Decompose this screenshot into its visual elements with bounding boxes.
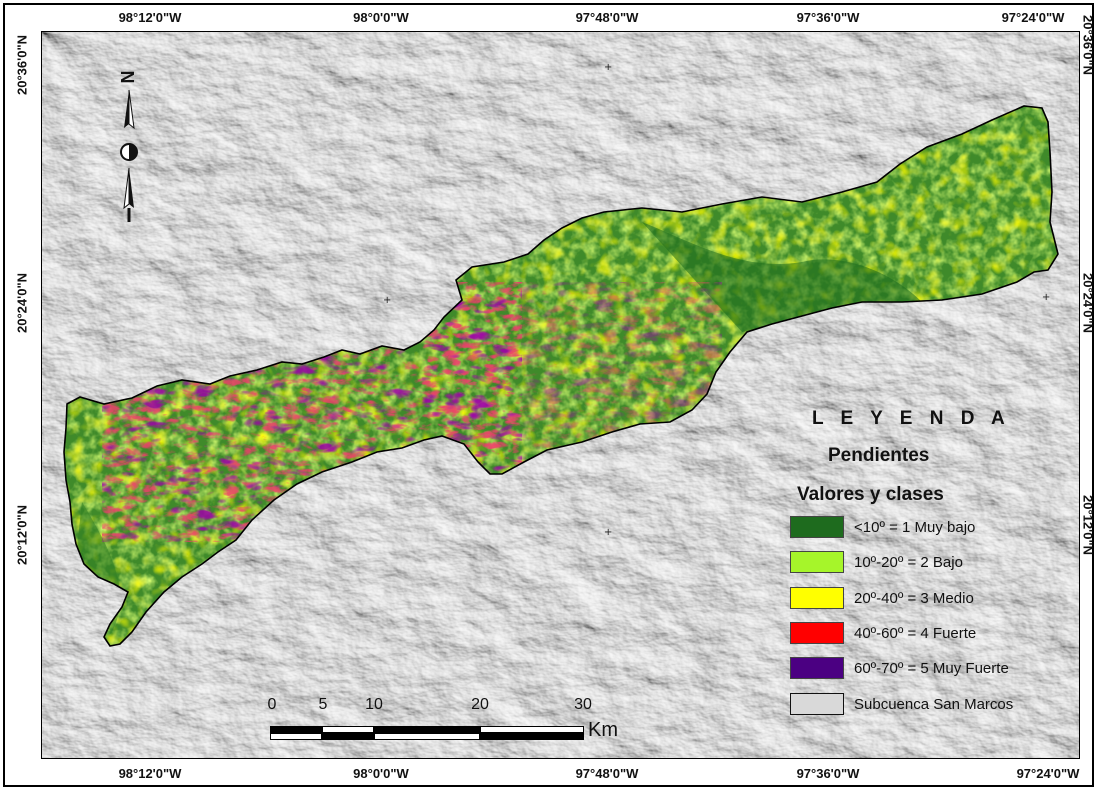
scale-bar: 0 5 10 20 30 Km <box>267 696 630 746</box>
hillshade-map: + + + + <box>42 32 1079 758</box>
coord-top-3: 97°48'0"W <box>575 10 639 25</box>
scale-tick-0: 0 <box>267 696 277 713</box>
scale-unit: Km <box>588 719 618 741</box>
coord-top-4: 97°36'0"W <box>796 10 860 25</box>
scale-tick-10: 10 <box>365 696 383 713</box>
coord-bottom-5: 97°24'0"W <box>1016 766 1080 781</box>
coord-bottom-1: 98°12'0"W <box>118 766 182 781</box>
scale-tick-20: 20 <box>471 696 489 713</box>
svg-text:+: + <box>604 527 612 538</box>
coord-top-1: 98°12'0"W <box>118 10 182 25</box>
svg-text:+: + <box>1042 292 1050 303</box>
coord-top-5: 97°24'0"W <box>1001 10 1065 25</box>
svg-text:+: + <box>604 62 612 73</box>
svg-text:+: + <box>383 295 391 306</box>
north-arrow-icon: N <box>118 71 138 222</box>
coord-bottom-2: 98°0'0"W <box>353 766 409 781</box>
coord-bottom-3: 97°48'0"W <box>575 766 639 781</box>
svg-text:N: N <box>118 71 138 84</box>
scale-tick-5: 5 <box>318 696 328 713</box>
coord-top-2: 98°0'0"W <box>353 10 409 25</box>
map-area[interactable]: + + + + <box>41 31 1080 759</box>
coord-bottom-4: 97°36'0"W <box>796 766 860 781</box>
scale-tick-30: 30 <box>574 696 592 713</box>
